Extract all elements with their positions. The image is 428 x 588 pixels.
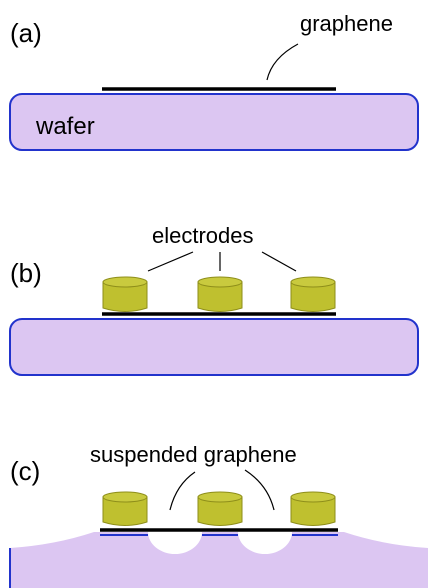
panel-a: (a) graphene wafer xyxy=(9,11,419,151)
panel-b: (b) electrodes xyxy=(9,223,419,376)
wafer-label: wafer xyxy=(35,113,95,140)
wafer-b xyxy=(9,318,419,376)
suspended-leader-right xyxy=(244,469,275,511)
electrode-left xyxy=(102,276,148,312)
electrode-right xyxy=(290,276,336,312)
electrode-c-middle xyxy=(197,491,243,526)
etched-wafer xyxy=(10,532,428,588)
electrode-c-left xyxy=(102,491,148,526)
panel-c-tag: (c) xyxy=(10,456,40,486)
suspended-leader-left xyxy=(169,471,196,511)
panel-b-tag: (b) xyxy=(10,258,42,288)
electrode-c-right xyxy=(290,491,336,526)
wafer xyxy=(9,93,419,151)
electrode-leader-left xyxy=(147,251,194,272)
electrode-middle xyxy=(197,276,243,312)
panel-a-tag: (a) xyxy=(10,18,42,48)
electrode-leader-right xyxy=(261,251,297,272)
panel-c: (c) suspended graphene xyxy=(9,442,428,588)
electrodes-label: electrodes xyxy=(152,223,254,248)
graphene-label: graphene xyxy=(300,11,393,36)
suspended-graphene-label: suspended graphene xyxy=(90,442,297,467)
graphene-leader-line xyxy=(266,43,299,81)
